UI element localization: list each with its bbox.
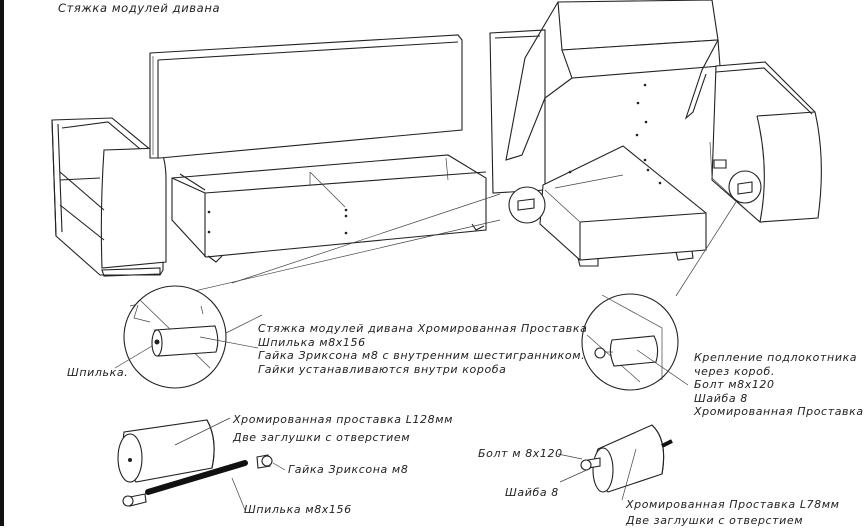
page-edge-strip [0, 0, 4, 526]
detail-circle-right [581, 293, 689, 391]
callout-line: через короб. [694, 364, 775, 378]
callout-line: Шайба 8 [694, 391, 748, 405]
exploded-parts-right [557, 424, 673, 501]
callout-line: Гайки устанавливаются внутри короба [258, 362, 507, 376]
bolt-label: Болт м 8х120 [478, 447, 563, 460]
washer-label: Шайба 8 [505, 486, 559, 499]
caps-right-label: Две заглушки с отверстием [626, 514, 804, 527]
caps-left-label: Две заглушки с отверстием [233, 431, 411, 444]
right-armrest [709, 61, 822, 223]
sofa-backrest [149, 34, 463, 159]
detail-right-callout: Крепление подлокотника через короб. Болт… [694, 351, 864, 419]
spacer-l78-label: Хромированная Проставка L78мм [626, 498, 840, 511]
corner-module [489, 0, 721, 267]
spacer-l128-label: Хромированная проставка L128мм [233, 413, 454, 426]
pin-label: Шпилька. [67, 366, 129, 379]
detail-left-callout: Стяжка модулей дивана Хромированная Прос… [258, 322, 587, 376]
callout-line: Хромированная Проставка [694, 405, 864, 418]
callout-line: Болт м8х120 [694, 378, 775, 391]
sofa-base-box [171, 154, 487, 263]
callout-line: Крепление подлокотника [694, 351, 858, 364]
stud-label: Шпилька м8х156 [244, 503, 352, 516]
callout-line: Шпилька м8х156 [258, 335, 366, 349]
erickson-nut-label: Гайка Зриксона м8 [288, 463, 409, 476]
diagram-title: Стяжка модулей дивана [58, 1, 221, 15]
exploded-parts-left [117, 417, 286, 511]
callout-line: Гайка Зриксона м8 с внутренним шестигран… [258, 349, 586, 362]
callout-line: Стяжка модулей дивана Хромированная Прос… [258, 322, 588, 335]
left-armrest [51, 117, 167, 277]
detail-circle-left [114, 285, 263, 389]
